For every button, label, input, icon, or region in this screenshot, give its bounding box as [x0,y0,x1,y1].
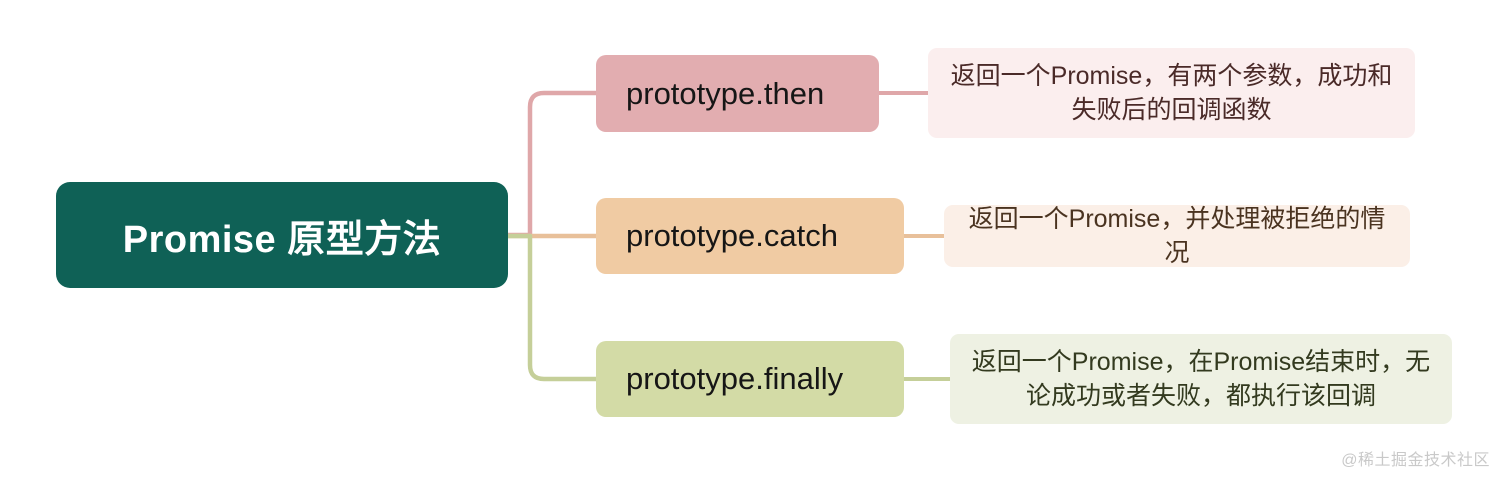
connector-finally [505,233,599,382]
description-finally: 返回一个Promise，在Promise结束时，无论成功或者失败，都执行该回调 [950,334,1452,424]
description-then-text: 返回一个Promise，有两个参数，成功和失败后的回调函数 [950,62,1393,124]
description-catch: 返回一个Promise，并处理被拒绝的情况 [944,205,1410,267]
method-node-catch[interactable]: prototype.catch [596,198,904,274]
method-node-finally[interactable]: prototype.finally [596,341,904,417]
root-node-label: Promise 原型方法 [122,218,442,261]
method-node-then[interactable]: prototype.then [596,55,879,132]
description-catch-text: 返回一个Promise，并处理被拒绝的情况 [968,205,1386,267]
description-then: 返回一个Promise，有两个参数，成功和失败后的回调函数 [928,48,1415,138]
method-node-finally-label: prototype.finally [626,361,844,396]
root-node[interactable]: Promise 原型方法 [56,182,508,288]
method-node-then-label: prototype.then [626,75,825,111]
watermark: @稀土掘金技术社区 [1341,452,1490,469]
method-node-catch-label: prototype.catch [626,218,838,253]
description-finally-text: 返回一个Promise，在Promise结束时，无论成功或者失败，都执行该回调 [971,348,1431,410]
connector-then [505,90,599,238]
